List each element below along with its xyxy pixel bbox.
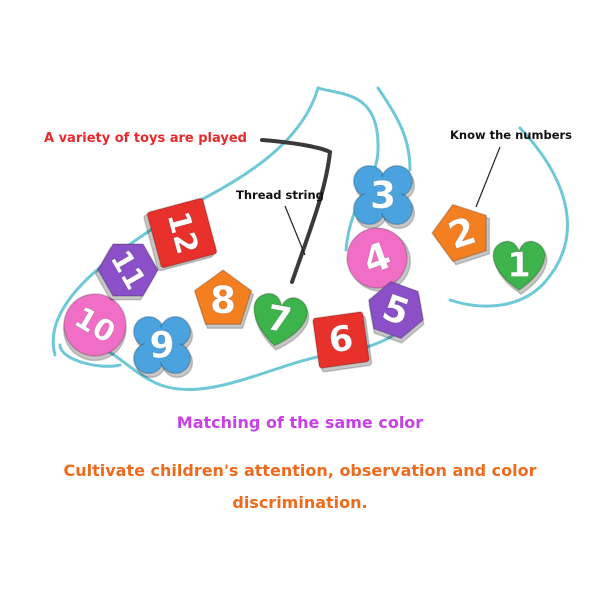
bead-9: 9	[132, 315, 194, 379]
bead-5: 5	[367, 280, 425, 344]
bead-number: 6	[326, 318, 356, 361]
thread-string-label: Thread string	[236, 188, 324, 202]
bead-6: 6	[312, 311, 373, 373]
bead-7: 7	[253, 292, 310, 351]
lace-tip	[260, 138, 333, 284]
bead-2: 2	[431, 203, 491, 266]
bead-12: 12	[143, 197, 218, 272]
bead-number: 4	[357, 233, 397, 283]
bead-8: 8	[193, 269, 255, 330]
bead-number: 3	[370, 173, 396, 217]
bead-10: 10	[62, 293, 127, 362]
thread-pointer-line	[284, 205, 306, 256]
numbers-pointer-line	[475, 146, 501, 208]
bead-number: 7	[264, 298, 295, 342]
cultivate-line-1: Cultivate children's attention, observat…	[63, 461, 537, 480]
bead-1: 1	[492, 240, 548, 295]
matching-heading: Matching of the same color	[176, 413, 424, 432]
bead-11: 11	[94, 243, 159, 301]
bead-number: 8	[210, 278, 236, 322]
bead-4: 4	[346, 227, 411, 292]
bead-number: 1	[507, 246, 531, 285]
know-numbers-label: Know the numbers	[450, 128, 573, 142]
cultivate-caption: Cultivate children's attention, observat…	[0, 455, 600, 519]
cultivate-line-2: discrimination.	[232, 493, 368, 512]
variety-label: A variety of toys are played	[44, 131, 247, 146]
bead-number: 9	[149, 324, 174, 367]
bead-3: 3	[352, 164, 416, 230]
